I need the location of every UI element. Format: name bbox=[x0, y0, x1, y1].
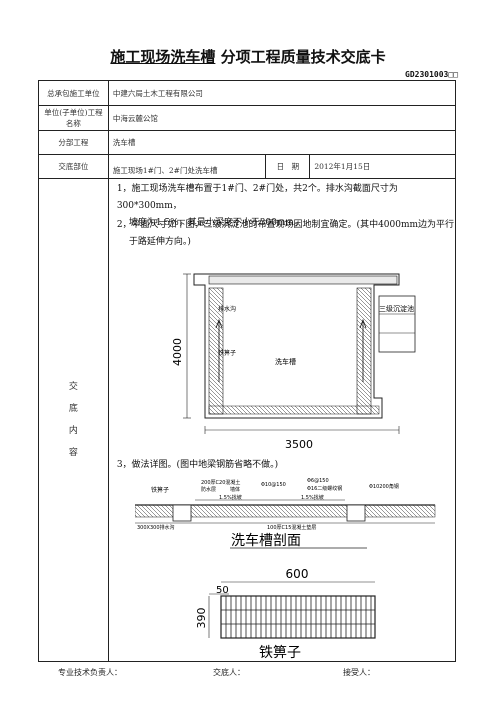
section-drain-note: 300X300排水沟 bbox=[137, 524, 175, 531]
contractor-value: 中建六局土木工程有限公司 bbox=[107, 80, 457, 106]
paragraph-2-line-2: 于路延伸方向。) bbox=[128, 237, 191, 247]
plan-tank-label: 三级沉淀池 bbox=[379, 304, 414, 313]
grate-drawing: 600 50 39 bbox=[195, 567, 376, 661]
paragraph-2: 2，平面尺寸如下图，三级沉淀池的布置现场因地制宜确定。(其中4000mm边为平行… bbox=[117, 217, 457, 251]
section-slab-note: 200厚C20混凝土 bbox=[201, 479, 240, 486]
section-base-note: 100厚C15混凝土垫层 bbox=[267, 524, 316, 531]
plan-arrow-left bbox=[215, 318, 223, 382]
discloser-label: 交底人： bbox=[213, 668, 245, 677]
grate-caption: 铁箅子 bbox=[259, 645, 301, 661]
part-label: 交底部位 bbox=[38, 154, 109, 179]
plan-grate-label: 铁箅子 bbox=[218, 349, 236, 357]
paragraph-2-line-1: 2，平面尺寸如下图，三级沉淀池的布置现场因地制宜确定。(其中4000mm边为平行 bbox=[116, 220, 455, 230]
side-char-3: 内 bbox=[68, 426, 78, 436]
section-rebar-note-1: Φ6@150 bbox=[307, 478, 329, 484]
grate-outline bbox=[220, 595, 376, 639]
section-slope-right: 1.5%找坡 bbox=[301, 494, 324, 501]
unit-value: 中海云麓公馆 bbox=[107, 105, 457, 131]
section-right-drain bbox=[346, 504, 366, 522]
disclosure-form: 总承包施工单位 中建六局土木工程有限公司 单位(子单位)工程名称 中海云麓公馆 … bbox=[38, 80, 457, 662]
date-label: 日 期 bbox=[265, 154, 311, 179]
plan-drain-label: 排水沟 bbox=[218, 305, 236, 313]
plan-dim-width: 3500 bbox=[285, 438, 313, 451]
section-wall-note: 墙体 bbox=[230, 486, 240, 493]
plan-right-drain bbox=[356, 287, 372, 415]
grate-dim-height: 390 bbox=[195, 608, 208, 629]
section-caption: 洗车槽剖面 bbox=[231, 532, 301, 549]
plan-center-label: 洗车槽 bbox=[275, 357, 296, 366]
plan-tank bbox=[378, 295, 416, 353]
document-code: GD2301003□□ bbox=[405, 70, 458, 79]
section-rebar-note-2: Φ16二级螺纹钢 bbox=[307, 485, 342, 492]
grate-bars bbox=[220, 596, 375, 638]
section-steel-note: Φ10200角钢 bbox=[369, 483, 399, 490]
paragraph-1-line-1: 1，施工现场洗车槽布置于1#门、2#门处，共2个。排水沟截面尺寸为300*300… bbox=[116, 184, 398, 211]
plan-outer-wall bbox=[193, 273, 400, 419]
tech-lead-label: 专业技术负责人： bbox=[58, 668, 122, 677]
paragraph-1: 1，施工现场洗车槽布置于1#门、2#门处，共2个。排水沟截面尺寸为300*300… bbox=[117, 181, 457, 232]
unit-label: 单位(子单位)工程名称 bbox=[38, 105, 109, 131]
title-rest: 分项工程质量技术交底卡 bbox=[220, 48, 386, 66]
section-rebar-note-3: Φ10@150 bbox=[261, 482, 286, 488]
document-title: 施工现场洗车槽 分项工程质量技术交底卡 bbox=[0, 46, 496, 67]
content-side-label: 交 底 内 容 bbox=[38, 178, 109, 662]
section-slope-left: 1.5%找坡 bbox=[219, 494, 242, 501]
paragraph-1-line-2: 坡度为1.5%，其最小深度不小于300mm。 bbox=[128, 218, 303, 228]
grate-dim-spacing: 50 bbox=[216, 585, 229, 596]
sub-value: 洗车槽 bbox=[107, 130, 457, 155]
contractor-label: 总承包施工单位 bbox=[38, 80, 109, 106]
plan-dim-height: 4000 bbox=[171, 338, 184, 366]
plan-arrow-right bbox=[359, 318, 367, 382]
section-drawing: 铁箅子 200厚C20混凝土 防水层 墙体 1.5%找坡 1.5%找坡 Φ6@1… bbox=[134, 478, 436, 549]
plan-top-drain bbox=[208, 275, 398, 285]
grate-dim-width: 600 bbox=[285, 567, 308, 581]
part-value: 施工现场1#门、2#门处洗车槽 bbox=[107, 154, 267, 179]
section-waterproof-note: 防水层 bbox=[201, 486, 216, 493]
content-cell: 1，施工现场洗车槽布置于1#门、2#门处，共2个。排水沟截面尺寸为300*300… bbox=[107, 178, 457, 662]
title-main: 施工现场洗车槽 bbox=[110, 48, 216, 66]
sub-label: 分部工程 bbox=[38, 130, 109, 155]
plan-bottom-drain bbox=[208, 405, 380, 415]
side-char-2: 底 bbox=[68, 404, 78, 414]
plan-drawing: 排水沟 铁箅子 洗车槽 三级沉淀池 4000 3500 bbox=[171, 273, 416, 451]
side-char-4: 容 bbox=[68, 448, 78, 458]
side-char-1: 交 bbox=[68, 382, 78, 392]
receiver-label: 接受人： bbox=[343, 668, 375, 677]
date-value: 2012年1月15日 bbox=[309, 154, 456, 179]
section-grate-label: 铁箅子 bbox=[151, 486, 169, 494]
section-left-drain bbox=[172, 504, 192, 522]
paragraph-3: 3，做法详图。(图中地梁钢筋省略不做。) bbox=[116, 460, 279, 470]
